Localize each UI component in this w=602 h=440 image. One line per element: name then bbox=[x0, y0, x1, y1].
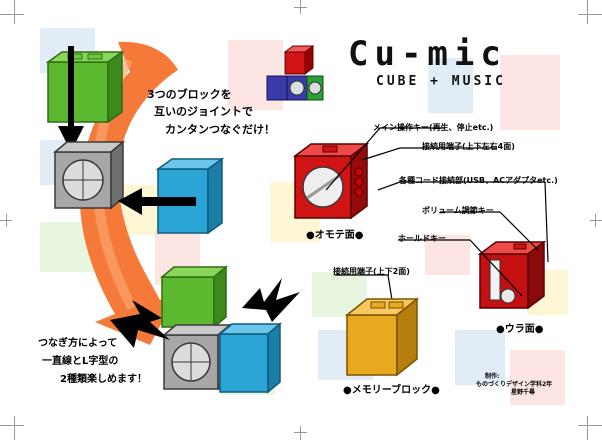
cube-cluster-logo bbox=[266, 45, 324, 101]
callout-join-line1: 3つのブロックを bbox=[147, 88, 232, 101]
logo-title: Cu-mic bbox=[348, 34, 507, 74]
credit-line3: 星野千尋 bbox=[511, 389, 536, 396]
logo: Cu-mic CUBE + MUSIC bbox=[348, 36, 543, 92]
label-connector-4: 接続用端子(上下左右4面) bbox=[422, 142, 515, 151]
callout-join-line3: カンタンつなぐだけ！ bbox=[165, 123, 275, 136]
callout-shapes-line2: 一直線とL字型の bbox=[42, 356, 119, 367]
logo-subtitle: CUBE + MUSIC bbox=[376, 74, 506, 89]
credit-line1: 制作: bbox=[485, 373, 500, 380]
credit-line2: ものづくりデザイン学科2年 bbox=[476, 381, 553, 388]
memory-block bbox=[344, 297, 420, 377]
callout-shapes-line3: 2種類楽しめます！ bbox=[60, 374, 147, 385]
red-block-back bbox=[477, 240, 547, 310]
gray-cube-top bbox=[52, 140, 126, 210]
impact-mark-left bbox=[110, 300, 170, 348]
red-block-front bbox=[292, 142, 370, 220]
green-cube-bottom bbox=[159, 265, 229, 329]
caption-front: ●オモテ面● bbox=[306, 230, 364, 241]
label-connector-2: 接続用端子(上下2面) bbox=[333, 267, 410, 276]
caption-back: ●ウラ面● bbox=[496, 324, 544, 335]
impact-mark-right bbox=[242, 278, 300, 322]
callout-shapes-line1: つなぎ方によって bbox=[38, 338, 118, 349]
left-arrow-top bbox=[118, 188, 196, 215]
green-cube-top bbox=[45, 50, 125, 124]
blue-cube-bottom bbox=[217, 322, 283, 394]
caption-memory: ●メモリーブロック● bbox=[343, 385, 440, 396]
label-main-key: メイン操作キー(再生、停止etc.) bbox=[373, 123, 494, 132]
label-cord-ports: 各種コード接続部(USB、ACアダプタetc.) bbox=[399, 176, 558, 185]
label-hold-key: ホールドキー bbox=[398, 234, 446, 243]
callout-join-line2: 互いのジョイントで bbox=[154, 105, 253, 118]
label-volume-key: ボリューム調節キー bbox=[422, 206, 494, 215]
down-arrow-top bbox=[58, 46, 84, 152]
